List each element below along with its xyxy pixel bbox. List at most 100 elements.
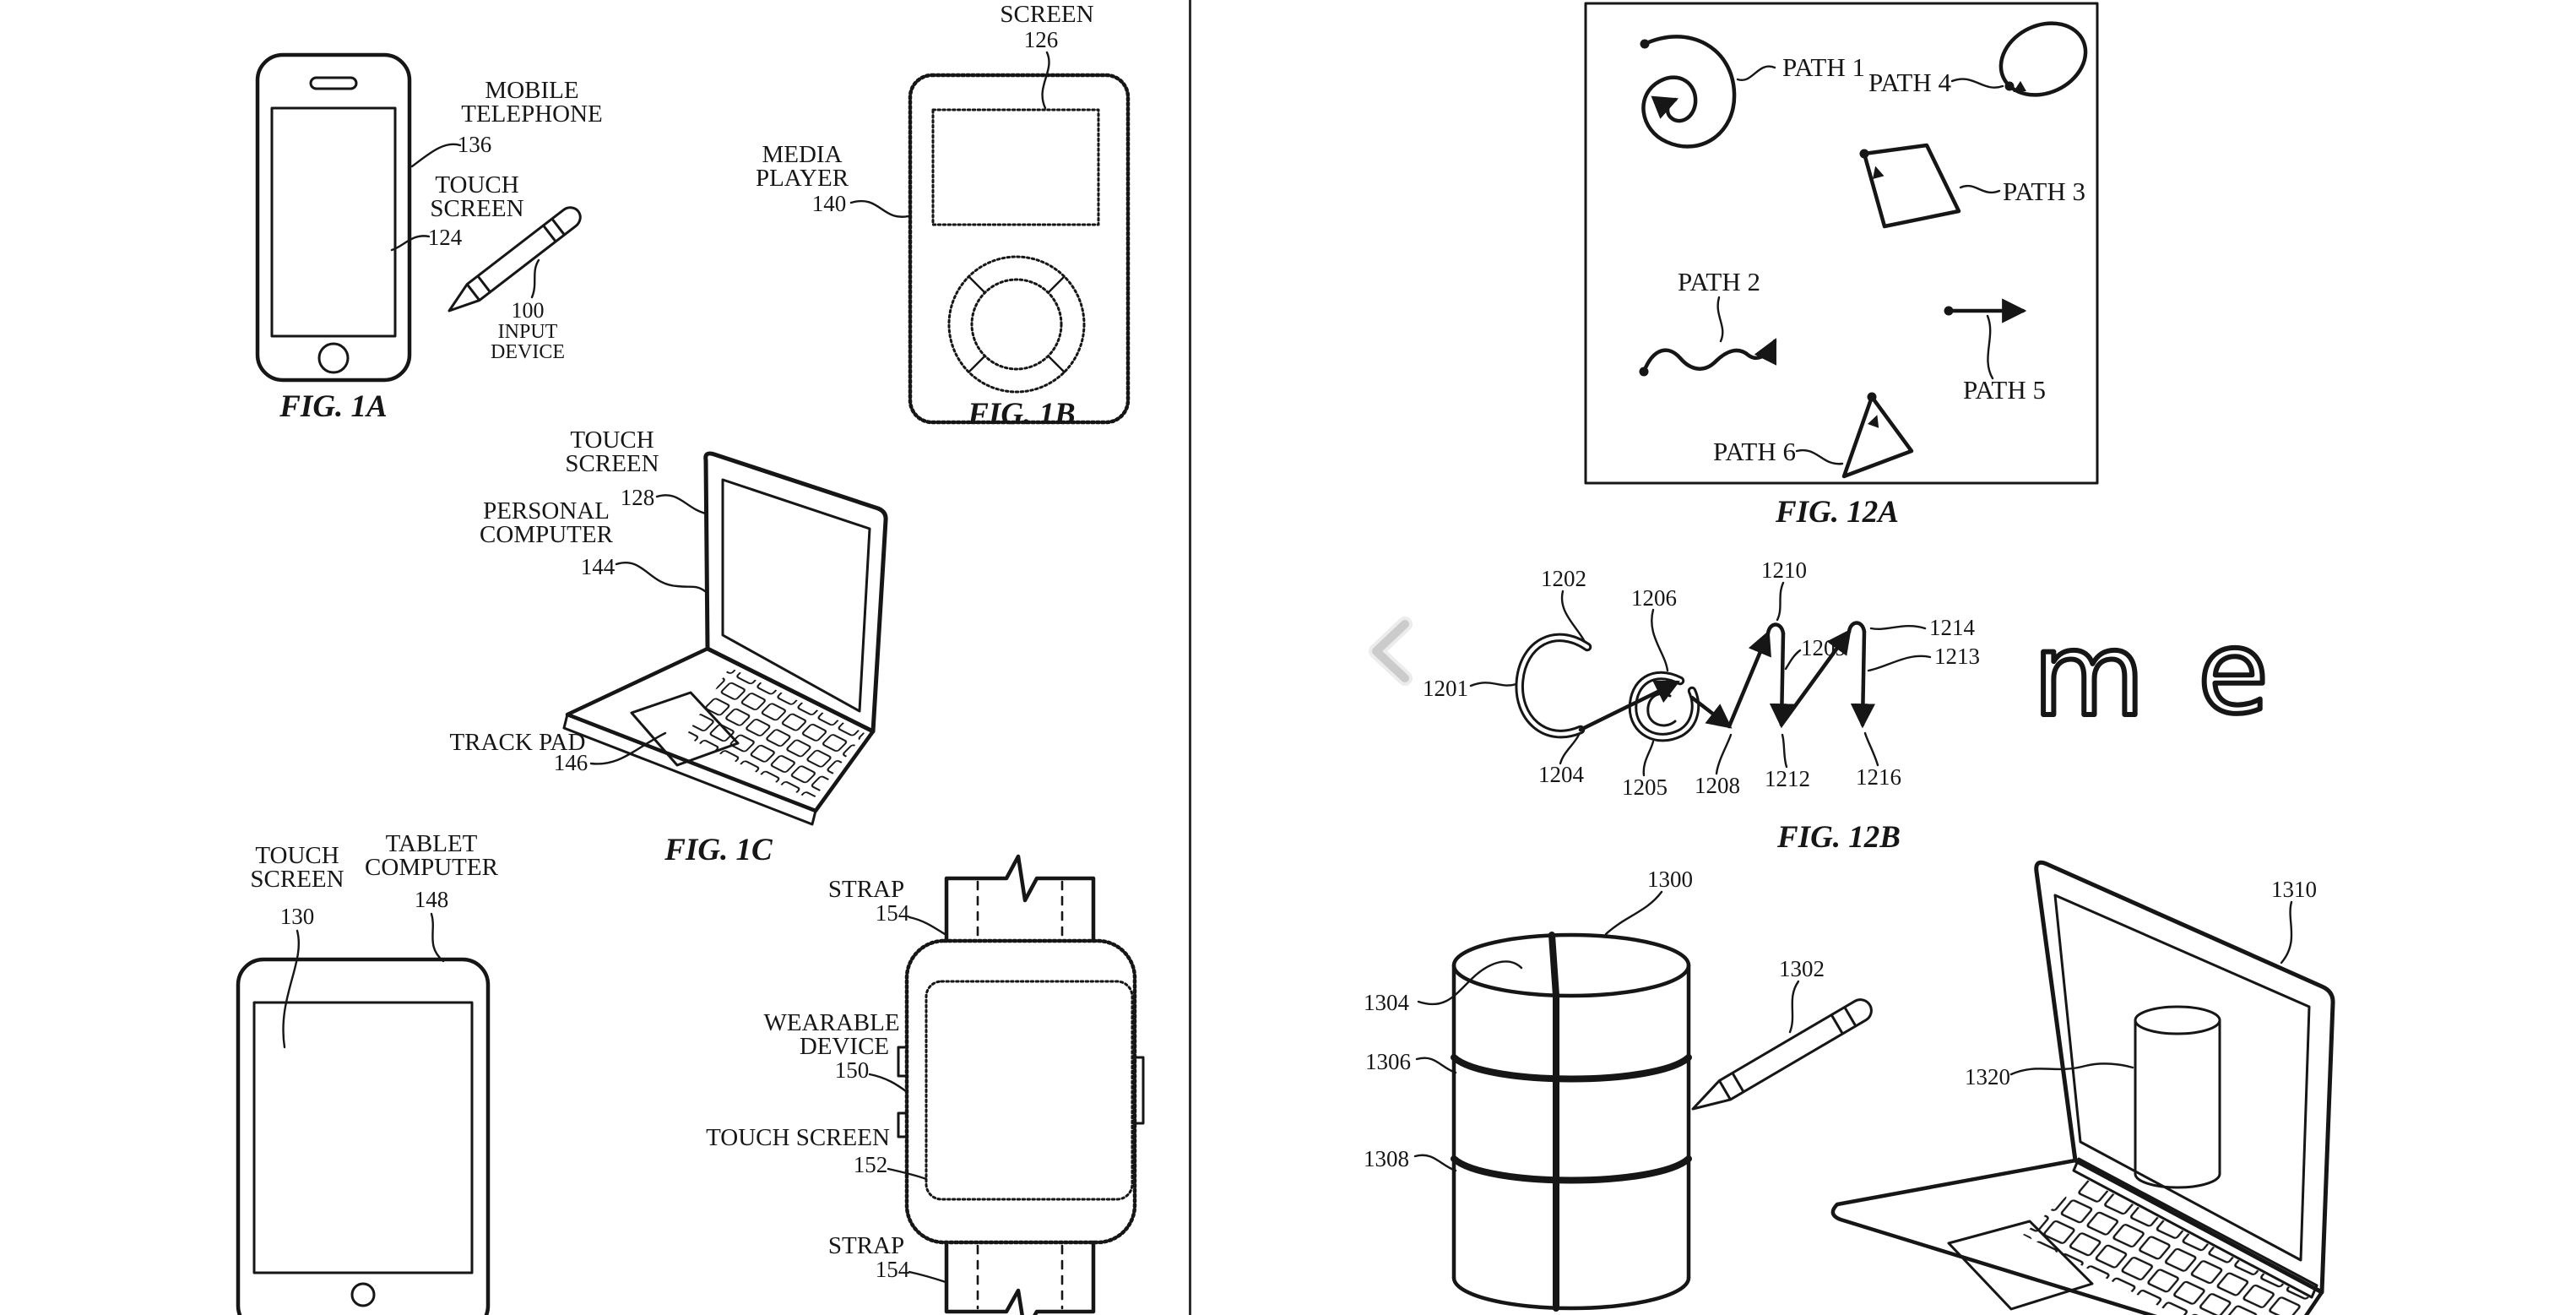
ref-128: 128: [621, 485, 655, 510]
caption-fig1b: FIG. 1B: [967, 397, 1075, 432]
stroke-letter-a: [1628, 671, 1700, 742]
label-touch: TOUCH: [255, 842, 339, 869]
ref-1214: 1214: [1929, 615, 1976, 640]
label-trackpad: TRACK PAD: [450, 729, 586, 756]
leader-1310: [2280, 900, 2293, 965]
path5-straight-arrow: [1944, 298, 2027, 323]
laptop-deck: [1830, 1158, 2324, 1315]
path2-wavy-line: [1639, 338, 1777, 377]
leader-1213: [1867, 655, 1932, 672]
ref-1204: 1204: [1538, 762, 1585, 787]
label-touch-cut: TOUCH: [1005, 0, 1088, 4]
label-touch-screen: TOUCH SCREEN: [706, 1124, 890, 1151]
label-path4: PATH 4: [1868, 68, 1951, 97]
ref-1308: 1308: [1364, 1146, 1409, 1171]
fig-12b-handwriting: 1202 1206 1210 1214 1209 1213 1201 1204 …: [1423, 557, 2271, 855]
label-screen: SCREEN: [565, 450, 659, 477]
laptop-hinge: [2072, 1157, 2318, 1299]
laptop-trackpad: [1947, 1220, 2094, 1311]
label-touch: TOUCH: [435, 171, 518, 198]
stylus-1302: [1691, 998, 1873, 1111]
label-personal: PERSONAL: [483, 497, 610, 524]
tablet-screen: [252, 1001, 474, 1274]
label-screen: SCREEN: [430, 195, 523, 222]
ref-1202: 1202: [1541, 566, 1586, 591]
ref-1216: 1216: [1856, 764, 1901, 790]
leader-1208: [1715, 733, 1733, 775]
laptop-front-edge: [562, 713, 817, 826]
leader-path4: [1950, 78, 2004, 89]
path4-loop: [1998, 21, 2088, 97]
path6-triangle: [1841, 392, 1914, 479]
cylinder-1300: [1451, 932, 1692, 1312]
phone-home-button: [317, 342, 350, 374]
fig-1c-personal-computer: TOUCH SCREEN 128 PERSONAL COMPUTER 144 T…: [450, 427, 888, 867]
ref-146: 146: [554, 750, 588, 775]
ref-1213: 1213: [1934, 644, 1980, 669]
ref-1206: 1206: [1631, 585, 1677, 611]
ref-1310: 1310: [2271, 877, 2317, 902]
leader-1209: [1784, 649, 1802, 671]
ref-1302: 1302: [1779, 956, 1825, 981]
leader-136: [410, 143, 462, 168]
fig-12a-paths: PATH 1 PATH 4 PATH 3 PATH 2 PATH 5 PATH …: [1584, 2, 2099, 530]
label-wearable: WEARABLE: [763, 1009, 899, 1036]
path3-quadrilateral: [1859, 143, 1961, 229]
ref-154-top: 154: [876, 900, 910, 926]
leader-154-bottom: [908, 1270, 947, 1284]
label-computer: COMPUTER: [365, 854, 499, 881]
ref-152: 152: [854, 1152, 888, 1177]
label-touch: TOUCH: [570, 427, 653, 454]
watch-body: [904, 938, 1137, 1245]
ref-1304: 1304: [1364, 990, 1410, 1015]
leader-1308: [1413, 1154, 1457, 1172]
leader-path6: [1795, 448, 1844, 465]
stroke-letter-c: [1515, 633, 1592, 739]
laptop-trackpad: [630, 691, 740, 767]
ref-1320: 1320: [1965, 1064, 2010, 1089]
ref-150: 150: [835, 1057, 870, 1083]
label-path5: PATH 5: [1963, 375, 2046, 405]
leader-1304: [1417, 960, 1523, 1006]
watch-side-button: [897, 1111, 908, 1138]
fig-1b-media-player: TOUCH SCREEN 126 MEDIA PLAYER 140 FIG. 1…: [756, 0, 1131, 432]
leader-150: [868, 1073, 908, 1093]
bubble-letter-m: m: [2033, 609, 2145, 742]
watch-side-button: [897, 1046, 908, 1078]
leader-path1: [1736, 65, 1776, 82]
laptop-lid: [2034, 860, 2335, 1295]
ref-148: 148: [415, 887, 449, 912]
player-wheel-outer: [947, 255, 1086, 394]
ref-126: 126: [1024, 27, 1059, 52]
leader-1201: [1469, 682, 1518, 687]
watch-strap-bottom: [944, 1240, 1096, 1315]
label-path6: PATH 6: [1713, 437, 1796, 466]
label-path3: PATH 3: [2003, 177, 2085, 206]
laptop-lid: [703, 451, 888, 734]
ref-1210: 1210: [1761, 557, 1807, 583]
fig-tablet-computer: TOUCH SCREEN 130 TABLET COMPUTER 148: [236, 830, 499, 1315]
path1-spiral: [1640, 35, 1737, 149]
leader-path5: [1986, 314, 1994, 380]
label-media: MEDIA: [762, 141, 842, 168]
fig-1a-mobile-telephone: MOBILE TELEPHONE 136 TOUCH SCREEN 124 10…: [255, 52, 603, 424]
leader-path3: [1959, 185, 2001, 193]
leader-148: [430, 912, 445, 963]
player-body: [908, 73, 1131, 425]
leader-1306: [1415, 1057, 1457, 1074]
stylus-input-device: [447, 206, 582, 312]
leader-124: [390, 235, 431, 252]
label-device: DEVICE: [800, 1033, 889, 1060]
leader-1212: [1781, 733, 1788, 769]
ref-1300: 1300: [1647, 867, 1693, 892]
ref-136: 136: [458, 132, 492, 157]
label-path1: PATH 1: [1782, 52, 1865, 82]
prev-page-chevron-icon[interactable]: [1369, 617, 1413, 686]
label-strap-top: STRAP: [828, 876, 904, 903]
leader-154-top: [908, 916, 946, 936]
caption-fig1a: FIG. 1A: [279, 389, 387, 424]
caption-fig1c: FIG. 1C: [664, 833, 773, 867]
ref-124: 124: [428, 225, 463, 250]
paths-box: [1584, 2, 2099, 485]
